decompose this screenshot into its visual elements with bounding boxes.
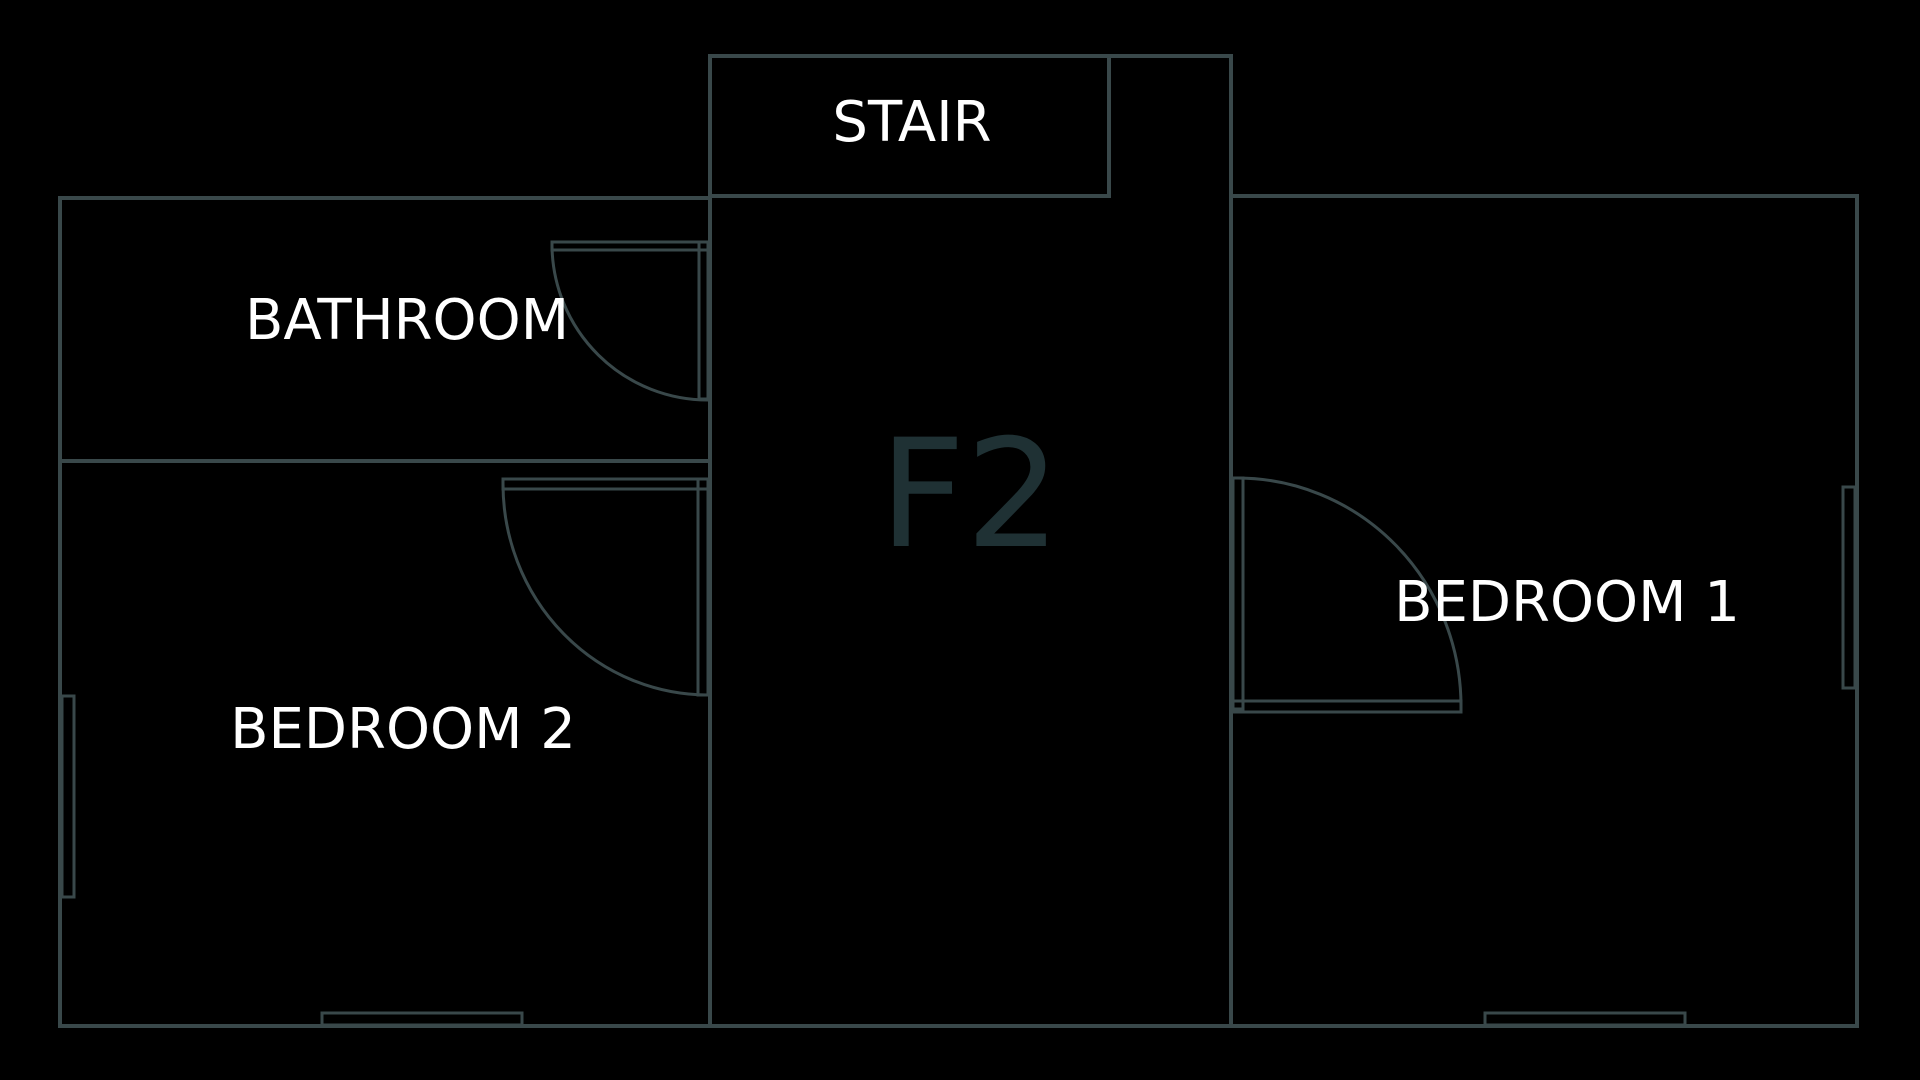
- floor-label: F2: [879, 408, 1061, 582]
- room-label-stair: STAIR: [832, 90, 991, 155]
- window-bedroom2-bottom: [320, 1011, 524, 1027]
- room-label-bedroom-2: BEDROOM 2: [230, 697, 576, 762]
- stair-wall: [708, 54, 1111, 198]
- corridor-wall: [708, 54, 1233, 1028]
- room-label-bathroom: BATHROOM: [245, 288, 569, 353]
- window-bedroom2-left: [60, 694, 76, 899]
- window-bedroom1-bottom: [1483, 1011, 1687, 1027]
- windows: [60, 485, 1857, 1027]
- bedroom1-door: [1231, 476, 1463, 714]
- room-label-bedroom-1: BEDROOM 1: [1394, 570, 1740, 635]
- doors: [501, 240, 1463, 714]
- bathroom-door: [550, 240, 710, 402]
- bedroom2-door: [501, 477, 710, 697]
- window-bedroom1-right: [1841, 485, 1857, 690]
